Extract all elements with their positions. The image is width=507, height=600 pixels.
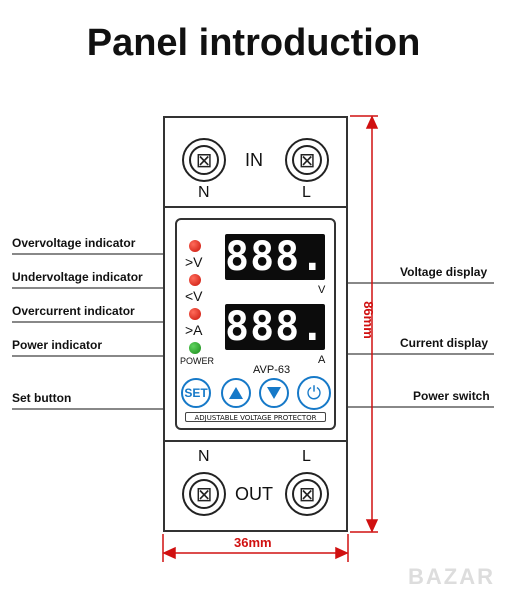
callout-overvoltage: Overvoltage indicator xyxy=(12,236,136,250)
current-unit: A xyxy=(318,354,326,366)
l-in-label: L xyxy=(302,184,311,201)
width-dimension-label: 36mm xyxy=(234,535,272,550)
front-panel: >V <V >A POWER 888. V 888. A AVP-63 SET … xyxy=(175,218,336,430)
width-arrow-left xyxy=(162,546,176,560)
overvoltage-symbol: >V xyxy=(185,254,203,270)
down-button[interactable] xyxy=(259,378,289,408)
undervoltage-symbol: <V xyxy=(185,288,203,304)
undervoltage-led xyxy=(189,274,201,286)
n-out-label: N xyxy=(198,448,210,465)
screw-terminal-n-in xyxy=(182,138,226,182)
callout-current-display: Current display xyxy=(400,336,489,350)
model-label: AVP-63 xyxy=(253,364,291,376)
up-button[interactable] xyxy=(221,378,251,408)
height-arrow-bottom xyxy=(365,519,379,533)
in-label: IN xyxy=(245,150,263,170)
voltage-protector-device: IN N L >V <V >A POWER 888. V 888. A AVP-… xyxy=(163,116,348,532)
voltage-unit: V xyxy=(318,284,326,296)
callout-set-button: Set button xyxy=(12,391,72,405)
set-button[interactable]: SET xyxy=(181,378,211,408)
width-arrow-right xyxy=(335,546,349,560)
arrow-down-icon xyxy=(267,387,281,399)
power-led xyxy=(189,342,201,354)
input-terminal-block: IN N L xyxy=(165,118,346,208)
product-name-strip: ADJUSTABLE VOLTAGE PROTECTOR xyxy=(185,412,326,422)
overcurrent-led xyxy=(189,308,201,320)
overvoltage-led xyxy=(189,240,201,252)
callout-power-switch: Power switch xyxy=(413,389,490,403)
watermark-logo: BAZAR xyxy=(408,564,495,589)
output-terminal-block: N L OUT xyxy=(165,440,346,530)
callout-overcurrent: Overcurrent indicator xyxy=(12,304,135,318)
out-label: OUT xyxy=(235,484,273,504)
screw-terminal-l-in xyxy=(285,138,329,182)
page-title: Panel introduction xyxy=(86,22,421,64)
power-label: POWER xyxy=(180,356,215,366)
power-icon: ⏻ xyxy=(306,382,322,403)
screw-terminal-n-out xyxy=(182,472,226,516)
voltage-display: 888. xyxy=(225,234,326,280)
n-in-label: N xyxy=(198,184,210,201)
overcurrent-symbol: >A xyxy=(185,322,203,338)
height-arrow-top xyxy=(365,115,379,129)
height-dimension-label: 86mm xyxy=(361,301,376,339)
callout-power-indicator: Power indicator xyxy=(12,338,103,352)
arrow-up-icon xyxy=(229,387,243,399)
screw-terminal-l-out xyxy=(285,472,329,516)
l-out-label: L xyxy=(302,448,311,465)
current-display: 888. xyxy=(225,304,326,350)
power-switch-button[interactable]: ⏻ xyxy=(297,376,331,410)
callout-voltage-display: Voltage display xyxy=(400,265,488,279)
callout-undervoltage: Undervoltage indicator xyxy=(12,270,143,284)
